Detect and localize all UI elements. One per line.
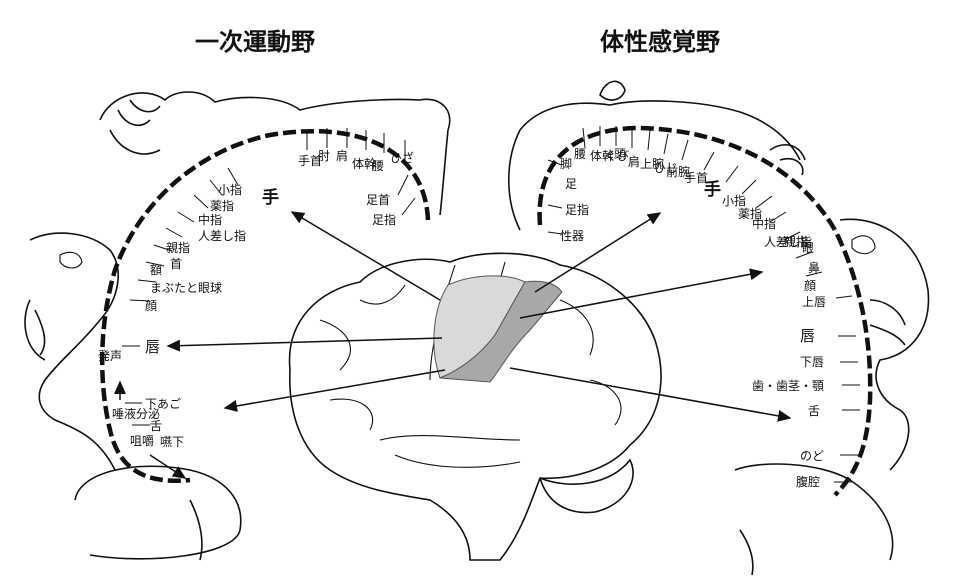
sensory-homunculus-figure (508, 80, 930, 576)
motor-label-ankle: 足首 (366, 193, 390, 207)
motor-cortex-arc (99, 129, 431, 483)
motor-label-tongue: 舌 (150, 419, 162, 433)
sensory-label-nose: 鼻 (808, 260, 820, 275)
sensory-label-elbow: ひじ (654, 161, 678, 175)
sensory-labels: 脚 足 足指 性器 腰 体幹 くび 頭 肩 上腕 ひじ 前腕 手首 手 小指 薬… (560, 147, 826, 489)
sensory-label-trunk: 体幹 (590, 148, 614, 163)
motor-label-elbow: 肘 (318, 148, 330, 163)
sensory-label-upper-lip: 上唇 (802, 295, 826, 309)
arrow-to-motor-hand (290, 211, 441, 301)
motor-label-vocalization: 発声 (98, 349, 122, 363)
sensory-label-teeth-gums-jaw: 歯・歯茎・顎 (752, 379, 824, 393)
motor-ticks (122, 128, 416, 426)
sensory-label-wrist: 手首 (684, 171, 708, 185)
sensory-label-throat: のど (800, 449, 824, 463)
arrow-to-sensory-face (519, 268, 764, 319)
sensory-label-upper-arm: 上腕 (640, 156, 664, 171)
sensory-label-ring-finger: 薬指 (738, 206, 762, 221)
motor-label-index-finger: 人差し指 (198, 228, 246, 243)
motor-label-brow: 額 (150, 263, 162, 277)
sensory-label-toes: 足指 (565, 202, 589, 217)
sensory-cortex-arc (537, 125, 873, 497)
motor-label-lips: 唇 (145, 338, 160, 356)
sensory-label-index-finger: 人差し指 (764, 234, 812, 249)
sensory-cortex-region (439, 280, 563, 383)
sensory-label-lips: 唇 (800, 327, 815, 345)
arrow-to-sensory-tongue (509, 367, 792, 422)
sensory-label-little-finger: 小指 (722, 193, 746, 208)
sensory-label-forearm: 前腕 (666, 164, 690, 179)
connector-arrows (166, 211, 792, 422)
sensory-label-head: 頭 (614, 147, 626, 161)
motor-label-hand: 手 (262, 187, 279, 208)
motor-label-eyelid-eyeball: まぶたと眼球 (150, 281, 222, 295)
motor-label-little-finger: 小指 (218, 182, 242, 197)
brain-outline (288, 252, 662, 561)
sensory-label-foot: 足 (565, 177, 577, 191)
sensory-label-middle-finger: 中指 (752, 216, 776, 231)
sensory-label-leg: 脚 (560, 156, 572, 171)
cerebellum (539, 458, 634, 514)
motor-label-swallowing: 嚥下 (160, 435, 184, 449)
sensory-ticks (547, 126, 860, 483)
motor-label-thumb: 親指 (166, 240, 190, 255)
motor-label-neck: 首 (170, 257, 182, 271)
motor-label-wrist: 手首 (298, 154, 322, 168)
motor-label-knee: ひざ (390, 150, 414, 165)
sensory-label-eye: 眼 (802, 241, 814, 255)
sensory-label-neck: くび (605, 149, 629, 163)
arrow-to-motor-lips (166, 337, 443, 352)
arrow-to-sensory-hand (534, 212, 662, 293)
motor-label-face: 顔 (145, 298, 157, 313)
arrow-to-motor-jaw (223, 369, 446, 412)
brain-illustration (288, 252, 662, 561)
sensory-label-abdominal-cavity: 腹腔 (796, 474, 820, 489)
sensory-label-thumb: 親指 (784, 234, 808, 249)
motor-label-jaw: 下あご (145, 396, 181, 411)
motor-labels: 手首 肘 肩 体幹 腰 ひざ 足首 足指 手 小指 薬指 中指 人差し指 親指 … (98, 148, 414, 449)
motor-label-mastication: 咀嚼 (130, 434, 154, 448)
motor-label-salivation: 唾液分泌 (112, 406, 160, 421)
sensory-label-genitals: 性器 (560, 229, 584, 243)
motor-label-trunk: 体幹 (352, 156, 376, 171)
motor-homunculus-figure (24, 91, 451, 561)
motor-label-ring-finger: 薬指 (210, 198, 234, 213)
sensory-label-hip: 腰 (574, 147, 586, 161)
sensory-label-shoulder: 肩 (628, 154, 640, 169)
sensory-label-lower-lip: 下唇 (800, 355, 824, 369)
sensory-cortex-title: 体性感覚野 (600, 28, 720, 56)
motor-label-middle-finger: 中指 (198, 212, 222, 227)
sensory-label-hand: 手 (704, 179, 721, 200)
motor-label-hip: 腰 (372, 159, 384, 173)
motor-cortex-title: 一次運動野 (195, 28, 315, 56)
motor-label-shoulder: 肩 (336, 148, 348, 163)
sensory-label-face: 顔 (804, 278, 816, 293)
sensory-label-tongue: 舌 (808, 404, 820, 418)
motor-label-toes: 足指 (372, 212, 396, 227)
